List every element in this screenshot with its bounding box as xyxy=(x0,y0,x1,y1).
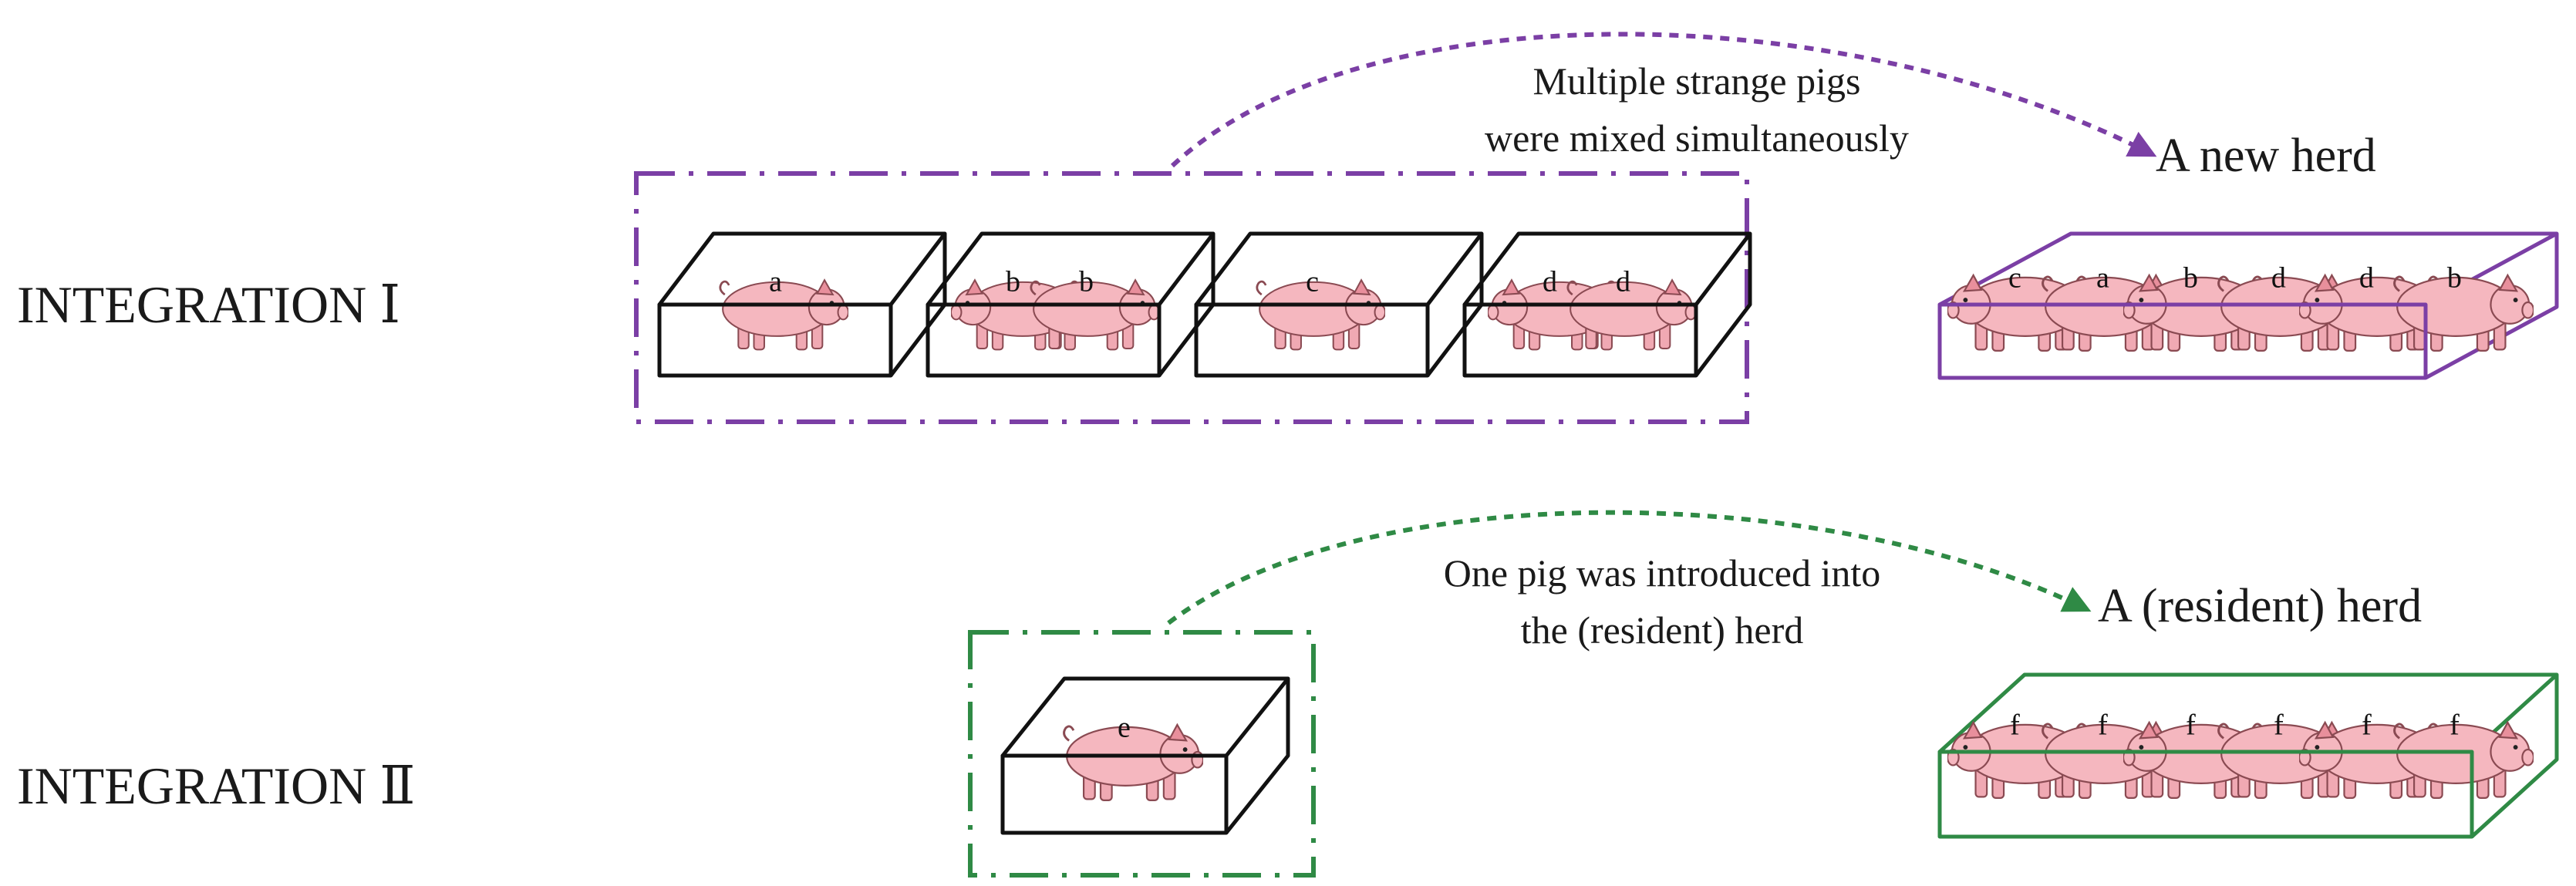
integration-1-target-label: A new herd xyxy=(2156,130,2376,182)
integration-1-pen-1-pig-1-label: b xyxy=(1079,265,1094,298)
integration-1-source-frame xyxy=(634,171,1749,424)
integration-1-pen-3-pig-0-label: d xyxy=(1543,265,1557,298)
integration-1-pen-2-pig-0 xyxy=(1256,278,1385,351)
integration-1-pen-2-pig-0-label: c xyxy=(1306,265,1319,298)
integration-1-herd-pig-3-label: d xyxy=(2271,261,2286,294)
integration-1-label: INTEGRATION Ⅰ xyxy=(17,275,400,334)
integration-1-pen-1-pig-0-label: b xyxy=(1006,265,1020,298)
integration-2-herd-pig-5 xyxy=(2393,721,2534,800)
integration-1-herd-pig-5 xyxy=(2393,274,2534,352)
integration-2-herd-pig-1-label: f xyxy=(2098,709,2108,741)
integration-2-source-frame xyxy=(968,630,1316,878)
integration-2-pen-0: e xyxy=(1000,676,1290,835)
integration-1-pen-0: a xyxy=(657,231,947,378)
integration-1-pen-3-pig-1 xyxy=(1566,278,1696,351)
integration-1-caption-line1: Multiple strange pigs xyxy=(1533,59,1861,103)
integration-2-herd-pig-2-label: f xyxy=(2186,709,2196,741)
integration-2-label: INTEGRATION Ⅱ xyxy=(17,756,415,815)
integration-2-target-label: A (resident) herd xyxy=(2098,580,2422,632)
integration-1-arrow xyxy=(1170,32,2157,168)
integration-2-herd-pig-3-label: f xyxy=(2274,709,2284,741)
integration-1-group: INTEGRATION Ⅰ Multiple strange pigs were… xyxy=(17,32,2559,424)
integration-1-herd-pig-2-label: b xyxy=(2183,261,2198,294)
integration-1-herd-pig-1-label: a xyxy=(2096,261,2109,294)
integration-2-pen-0-pig-0-label: e xyxy=(1118,711,1131,743)
integration-2-pen-0-pig-0 xyxy=(1063,723,1203,802)
integration-1-caption-line2: were mixed simultaneously xyxy=(1485,116,1909,160)
integration-2-caption-line1: One pig was introduced into xyxy=(1444,551,1881,595)
integration-1-pen-3-pig-1-label: d xyxy=(1616,265,1630,298)
integration-2-herd-pig-5-label: f xyxy=(2450,709,2460,741)
integration-2-caption-line2: the (resident) herd xyxy=(1521,608,1804,652)
integration-1-herd-pig-0-label: c xyxy=(2008,261,2021,294)
integration-2-group: INTEGRATION Ⅱ One pig was introduced int… xyxy=(17,510,2559,878)
integration-1-pen-2: c xyxy=(1194,231,1484,378)
integration-1-pen-1-pig-1 xyxy=(1030,278,1159,351)
integration-2-herd-pig-0-label: f xyxy=(2010,709,2020,741)
integration-1-pen-0-pig-0 xyxy=(719,278,848,351)
integration-2-herd-pig-4-label: f xyxy=(2362,709,2372,741)
integration-1-herd-pig-4-label: d xyxy=(2359,261,2374,294)
integration-1-pen-0-pig-0-label: a xyxy=(769,265,782,298)
integration-1-herd-pig-5-label: b xyxy=(2447,261,2462,294)
integration-2-source-pens: e xyxy=(1000,676,1290,835)
